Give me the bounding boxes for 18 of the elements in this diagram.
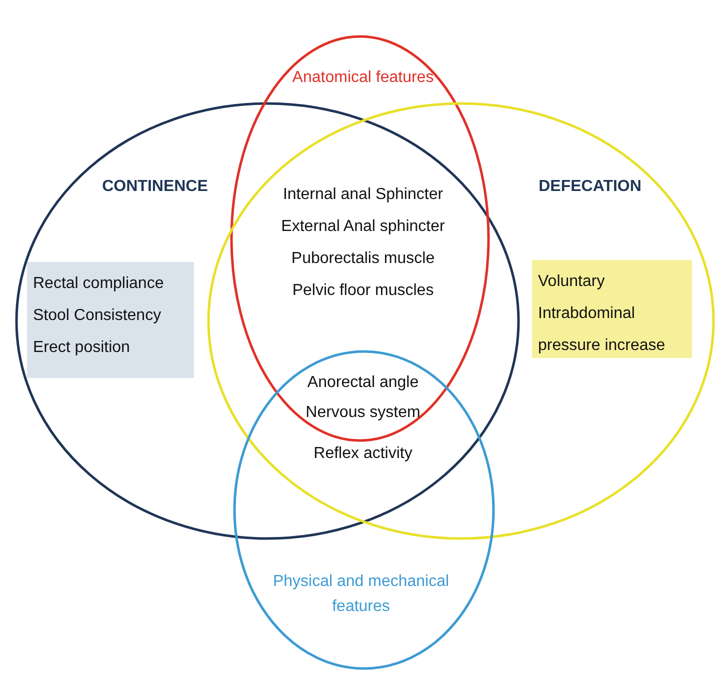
factor-text: Erect position (33, 338, 131, 358)
overlap-factor: Anorectal angle (307, 373, 419, 393)
factor-text: Rectal compliance (33, 274, 165, 294)
set-label: Anatomical features (291, 68, 435, 88)
factor-box (532, 260, 692, 358)
factor-text: Voluntary (538, 272, 606, 292)
overlap-factor: External Anal sphincter (281, 217, 445, 237)
overlap-factor: Reflex activity (314, 444, 412, 464)
set-heading: CONTINENCE (101, 177, 209, 197)
overlap-factor: Puborectalis muscle (291, 249, 435, 269)
factor-box (27, 262, 194, 378)
factor-text: Intrabdominal pressure increase (538, 304, 666, 356)
overlap-factor: Internal anal Sphincter (282, 185, 444, 205)
set-heading: DEFECATION (538, 177, 642, 197)
overlap-factor: Pelvic floor muscles (292, 281, 434, 301)
factor-text: Stool Consistency (33, 306, 162, 326)
set-label: Physical and mechanical features (272, 572, 450, 617)
overlap-factor: Nervous system (306, 403, 420, 423)
